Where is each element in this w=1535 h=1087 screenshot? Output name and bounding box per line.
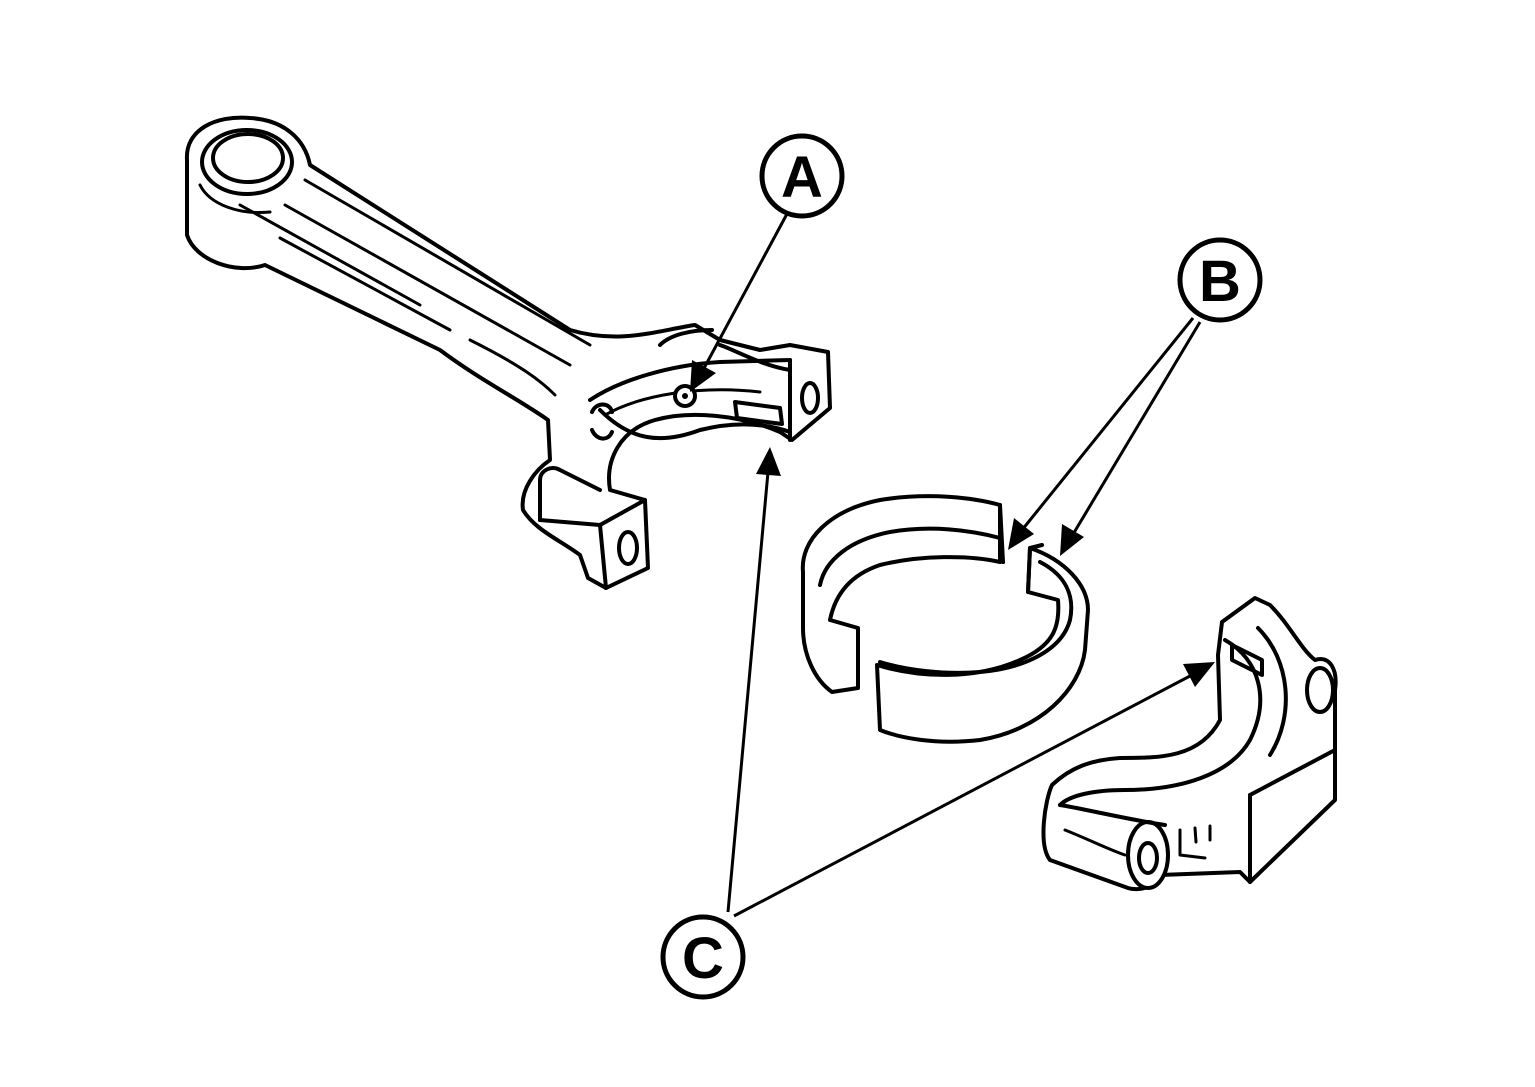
big-end-saddle [588, 358, 792, 402]
callout-b: B [1177, 237, 1263, 323]
bearing-tang-lower [1026, 543, 1044, 594]
connecting-rod-body [184, 115, 832, 590]
callout-a-circle [759, 133, 845, 219]
callout-b-label: B [1199, 249, 1241, 314]
rod-cap-bearing-seat [1058, 638, 1263, 807]
small-end-bore-inner [211, 132, 285, 184]
bearing-shells [800, 494, 1090, 744]
rod-cap-bolt-hole-left [1137, 841, 1159, 875]
callout-c-circle [660, 914, 746, 1000]
leader-c-1 [726, 471, 770, 913]
rod-beam-flange-upper [303, 178, 592, 347]
upper-bearing-shell [800, 494, 1002, 694]
callout-a-label: A [781, 145, 823, 210]
arrowhead-b-1 [1008, 518, 1034, 550]
lower-bearing-shell [875, 546, 1090, 744]
rod-bearing-seat [603, 388, 762, 417]
rod-beam-flange-mid [283, 203, 572, 367]
rod-tang-notch [733, 400, 784, 426]
rod-cap-bolt-boss-left [1126, 820, 1170, 890]
connecting-rod [184, 115, 832, 590]
arrowhead-b-2 [1060, 524, 1084, 556]
connecting-rod-cap [1041, 596, 1338, 892]
rod-beam-rib [238, 203, 422, 307]
callout-a: A [759, 133, 845, 219]
arrowhead-c-1 [756, 447, 781, 476]
rod-bolt-hole-right [800, 381, 820, 415]
callout-c: C [660, 914, 746, 1000]
rod-cap-bolt-hole-right [1305, 666, 1335, 714]
leader-b-2 [1070, 321, 1202, 537]
arrowhead-c-2 [1183, 662, 1215, 687]
leader-lines [690, 211, 1215, 918]
callout-c-label: C [682, 926, 724, 991]
leader-b-1 [1020, 317, 1195, 531]
callout-b-circle [1177, 237, 1263, 323]
arrowhead-a [690, 360, 716, 392]
leader-a [700, 211, 790, 373]
rod-cap-tang-notch [1230, 643, 1264, 677]
rod-bolt-hole-left [617, 530, 639, 566]
leader-c-2 [733, 674, 1191, 918]
rod-cap-stamp-mark [1178, 824, 1212, 860]
